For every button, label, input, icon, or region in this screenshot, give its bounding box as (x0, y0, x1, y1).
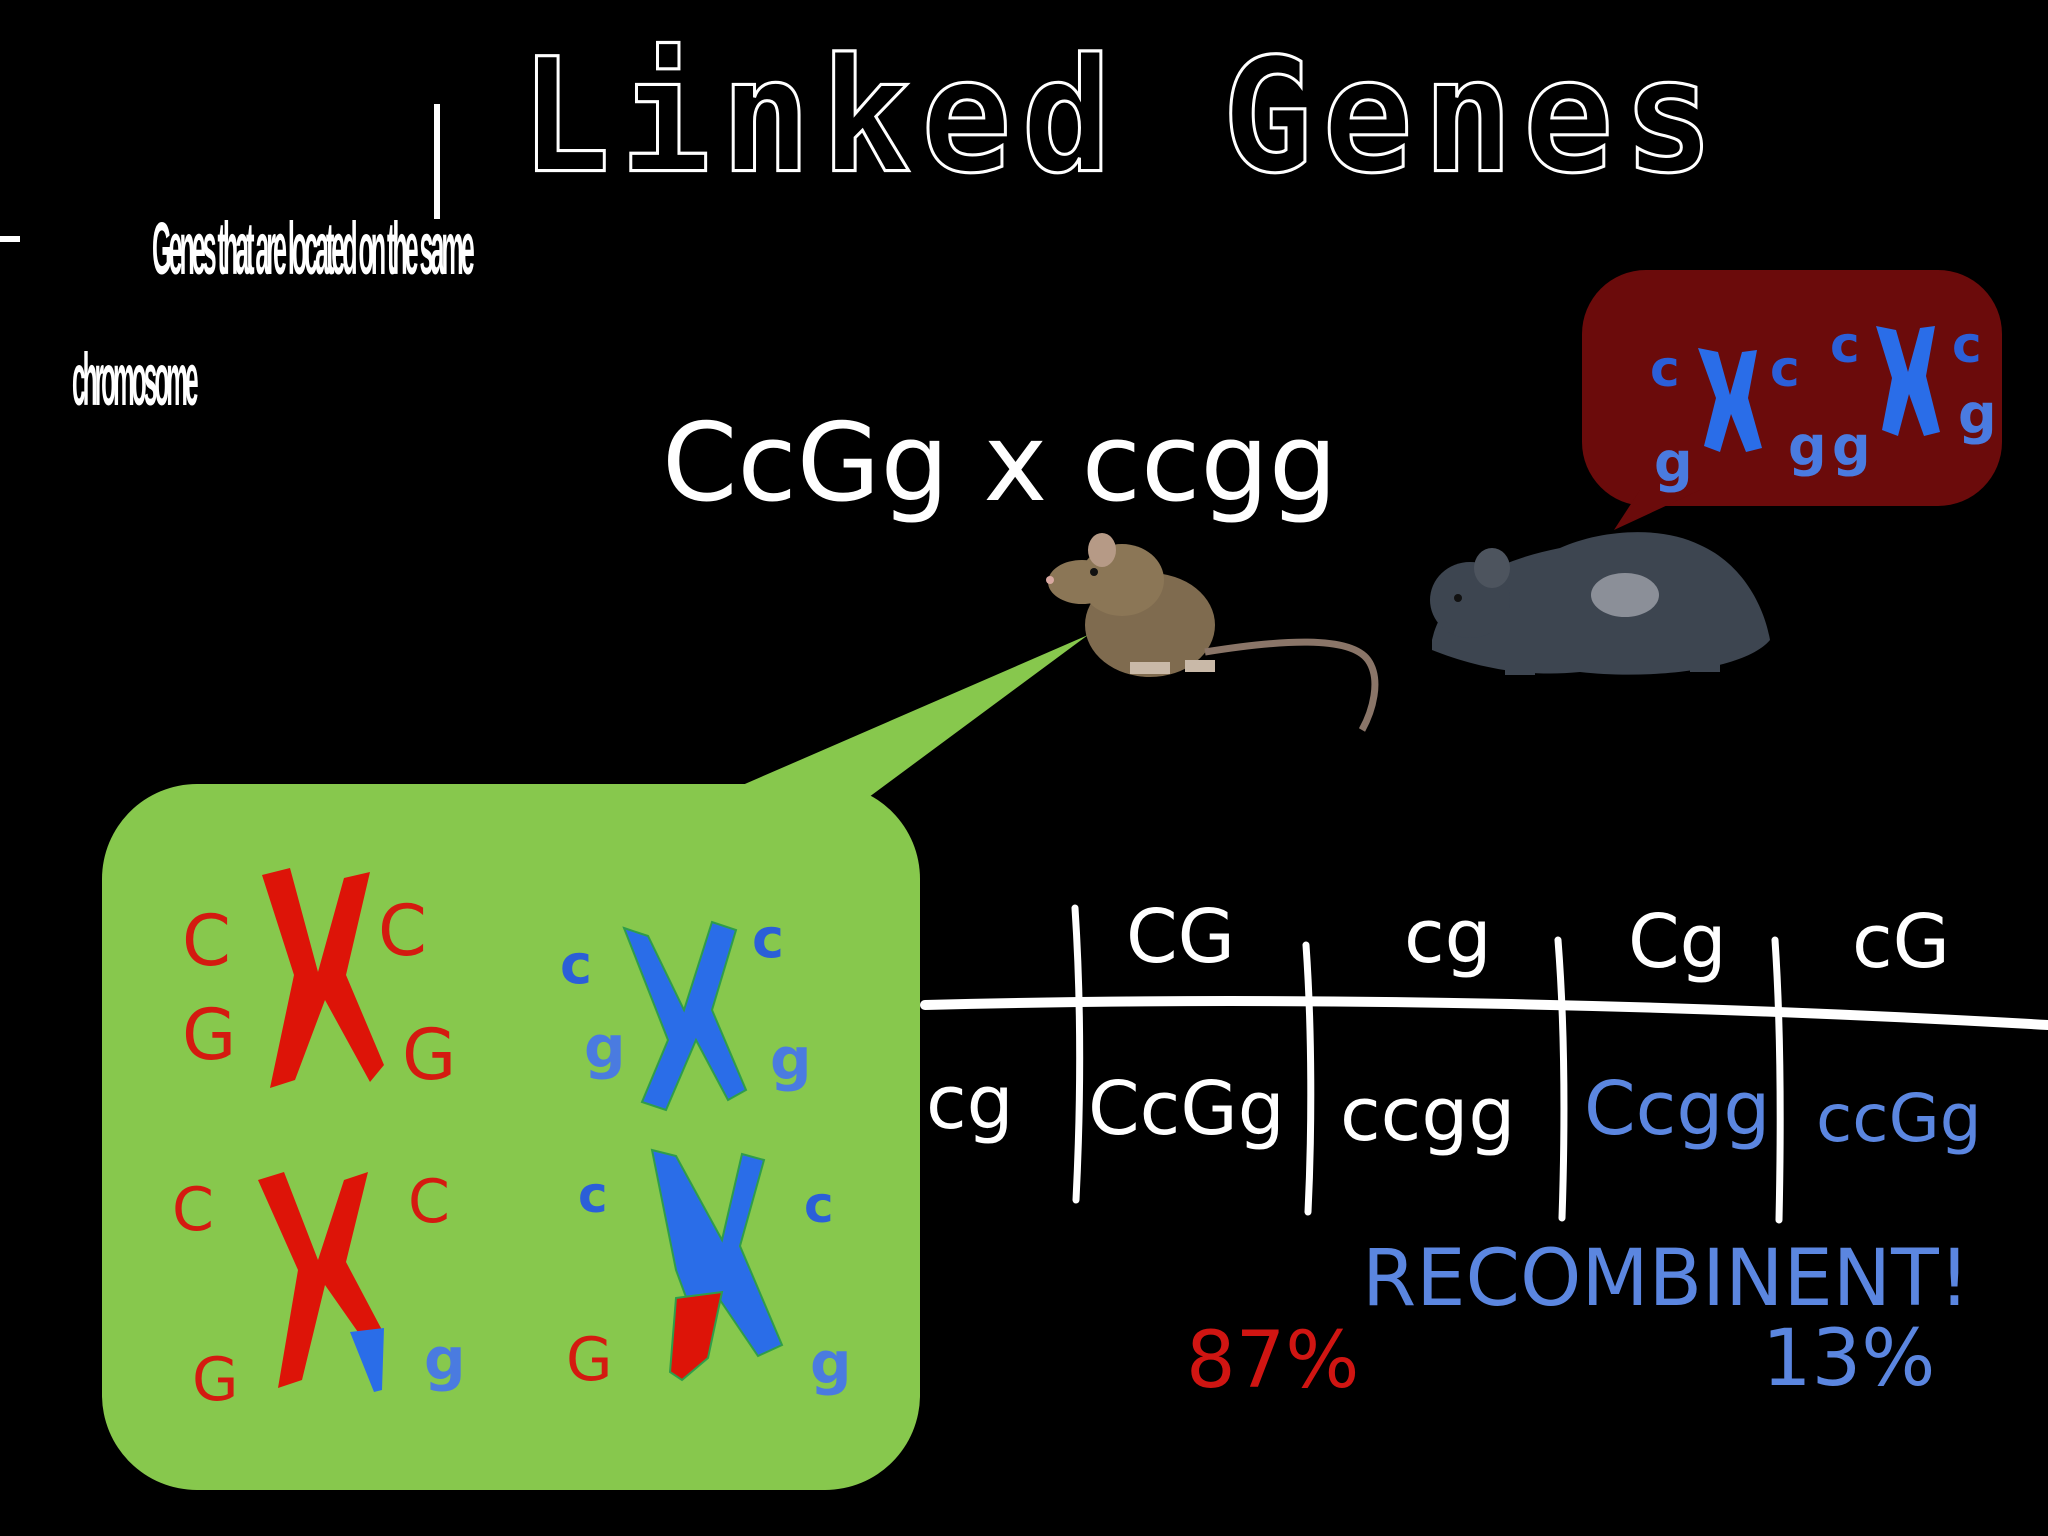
blue-chromosome-top-right (622, 920, 748, 1112)
row-gamete: cg (926, 1060, 1014, 1146)
allele-label: g (424, 1325, 466, 1393)
punnett-lines (920, 904, 2048, 1224)
allele-label: g (1788, 415, 1827, 478)
allele-label: g (1654, 431, 1693, 494)
subtitle-line-2: chromosome (72, 338, 199, 421)
allele-label: g (584, 1013, 626, 1081)
allele-label: g (810, 1329, 852, 1397)
parental-percent: 87% (1186, 1316, 1360, 1406)
allele-label: g (1832, 415, 1871, 478)
title-bar-mark (434, 104, 440, 219)
small-blue-chromosome-1 (1698, 348, 1762, 452)
allele-label: G (182, 994, 237, 1076)
small-blue-chromosome-2 (1876, 326, 1940, 436)
offspring-genotype-recombinant: Ccgg (1584, 1066, 1771, 1152)
offspring-genotype: CcGg (1088, 1066, 1285, 1152)
allele-label: C (378, 890, 427, 972)
offspring-genotype-recombinant: ccGg (1816, 1080, 1982, 1157)
bullet-dash (0, 236, 20, 242)
allele-label: c (804, 1176, 834, 1234)
gamete-header: CG (1126, 894, 1236, 980)
gamete-header: Cg (1628, 899, 1727, 985)
allele-label: G (566, 1325, 613, 1395)
red-chromosome-bottom-left (258, 1172, 384, 1392)
dark-mouse-image (1430, 532, 1770, 675)
allele-label: c (1650, 340, 1680, 398)
allele-label: c (1830, 316, 1860, 374)
allele-label: G (192, 1345, 239, 1415)
recombinant-percent: 13% (1762, 1314, 1936, 1404)
allele-label: c (1770, 340, 1800, 398)
allele-label: g (1958, 383, 1997, 446)
recombinant-label: RECOMBINENT! (1362, 1234, 1971, 1324)
gamete-header: cg (1404, 894, 1492, 980)
allele-label: c (752, 907, 785, 970)
allele-label: c (578, 1166, 608, 1224)
allele-label: g (770, 1025, 812, 1093)
brown-mouse-image (1046, 533, 1379, 732)
gamete-header: cG (1852, 899, 1951, 985)
subtitle-line-1: Genes that are located on the same (152, 207, 475, 290)
slide-title: Linked Genes (519, 25, 1724, 209)
allele-label: c (1952, 316, 1982, 374)
blue-chromosome-bottom-right (650, 1148, 784, 1382)
offspring-genotype: ccgg (1340, 1072, 1516, 1158)
cross-label: CcGg x ccgg (662, 401, 1338, 526)
red-chromosome-top-left (262, 868, 384, 1088)
homozygote-speech-bubble (1582, 270, 2002, 530)
allele-label: c (560, 933, 593, 996)
allele-label: C (172, 1175, 214, 1245)
allele-label: G (402, 1014, 457, 1096)
allele-label: C (408, 1167, 450, 1237)
allele-label: C (182, 900, 231, 982)
